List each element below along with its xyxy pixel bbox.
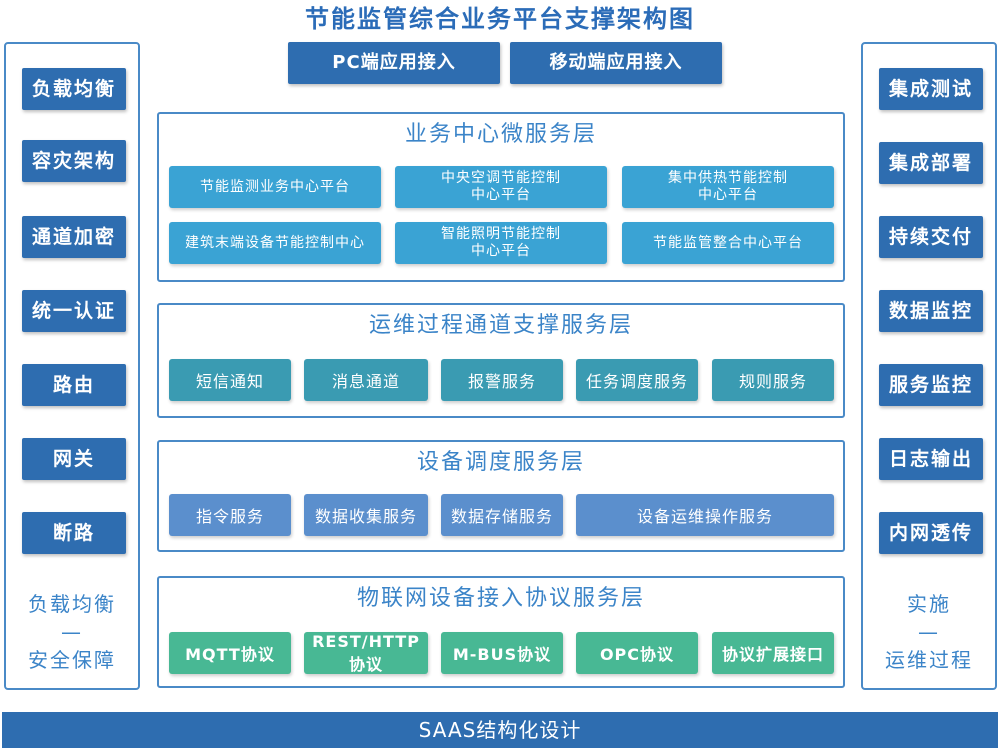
box-label-line1: 中央空调节能控制	[441, 170, 561, 186]
box-label-line2: 中心平台	[471, 187, 531, 203]
layer-ops-channel: 运维过程通道支撑服务层 短信通知 消息通道 报警服务 任务调度服务 规则服务	[157, 303, 845, 418]
pc-access-button[interactable]: PC端应用接入	[288, 42, 500, 84]
box-protocol-extension[interactable]: 协议扩展接口	[712, 632, 834, 674]
saas-bottom-bar: SAAS结构化设计	[2, 712, 998, 748]
layer-business-microservice: 业务中心微服务层 节能监测业务中心平台 中央空调节能控制 中心平台 集中供热节能…	[157, 112, 845, 282]
box-data-storage[interactable]: 数据存储服务	[441, 494, 563, 536]
left-item-routing[interactable]: 路由	[22, 364, 126, 406]
left-panel-security: 负载均衡 容灾架构 通道加密 统一认证 路由 网关 断路 负载均衡 — 安全保障	[4, 42, 140, 690]
left-item-circuit-breaker[interactable]: 断路	[22, 512, 126, 554]
right-item-service-monitoring[interactable]: 服务监控	[879, 364, 983, 406]
box-device-ops-operation[interactable]: 设备运维操作服务	[576, 494, 834, 536]
box-mbus-protocol[interactable]: M-BUS协议	[441, 632, 563, 674]
left-item-unified-auth[interactable]: 统一认证	[22, 290, 126, 332]
layer-device-title: 设备调度服务层	[416, 450, 585, 475]
box-smart-lighting-control[interactable]: 智能照明节能控制 中心平台	[395, 222, 607, 264]
box-label: 建筑末端设备节能控制中心	[185, 234, 365, 251]
right-caption-line3: 运维过程	[885, 648, 973, 672]
box-label-line1: 智能照明节能控制	[441, 226, 561, 242]
right-item-continuous-delivery[interactable]: 持续交付	[879, 216, 983, 258]
right-item-intranet-tunnel[interactable]: 内网透传	[879, 512, 983, 554]
box-opc-protocol[interactable]: OPC协议	[576, 632, 698, 674]
box-label-line2: 中心平台	[471, 243, 531, 259]
right-item-integration-deploy[interactable]: 集成部署	[879, 142, 983, 184]
box-label-line2: 中心平台	[698, 187, 758, 203]
box-energy-monitoring-center[interactable]: 节能监测业务中心平台	[169, 166, 381, 208]
left-caption-dash: —	[61, 620, 83, 644]
box-command-service[interactable]: 指令服务	[169, 494, 291, 536]
box-alarm-service[interactable]: 报警服务	[441, 359, 563, 401]
right-item-log-output[interactable]: 日志输出	[879, 438, 983, 480]
box-rule-service[interactable]: 规则服务	[712, 359, 834, 401]
right-item-data-monitoring[interactable]: 数据监控	[879, 290, 983, 332]
diagram-title: 节能监管综合业务平台支撑架构图	[305, 5, 695, 33]
box-building-terminal-control[interactable]: 建筑末端设备节能控制中心	[169, 222, 381, 264]
box-rest-http-protocol[interactable]: REST/HTTP协议	[304, 632, 428, 674]
layer-iot-title: 物联网设备接入协议服务层	[356, 586, 645, 611]
layer-business-title: 业务中心微服务层	[404, 122, 597, 147]
box-central-heating-control[interactable]: 集中供热节能控制 中心平台	[622, 166, 834, 208]
right-caption-line1: 实施	[907, 592, 951, 616]
left-caption-line1: 负载均衡	[28, 592, 116, 616]
box-sms-notification[interactable]: 短信通知	[169, 359, 291, 401]
right-item-integration-test[interactable]: 集成测试	[879, 68, 983, 110]
box-label: 节能监测业务中心平台	[200, 178, 350, 195]
box-energy-supervision-integration[interactable]: 节能监管整合中心平台	[622, 222, 834, 264]
left-item-load-balancing[interactable]: 负载均衡	[22, 68, 126, 110]
left-item-disaster-recovery[interactable]: 容灾架构	[22, 140, 126, 182]
right-panel-ops: 集成测试 集成部署 持续交付 数据监控 服务监控 日志输出 内网透传 实施 — …	[861, 42, 997, 690]
left-caption-line3: 安全保障	[28, 648, 116, 672]
layer-iot-protocol: 物联网设备接入协议服务层 MQTT协议 REST/HTTP协议 M-BUS协议 …	[157, 576, 845, 688]
box-mqtt-protocol[interactable]: MQTT协议	[169, 632, 291, 674]
left-item-channel-encryption[interactable]: 通道加密	[22, 216, 126, 258]
layer-ops-title: 运维过程通道支撑服务层	[368, 313, 633, 338]
box-central-ac-control[interactable]: 中央空调节能控制 中心平台	[395, 166, 607, 208]
box-label-line1: 集中供热节能控制	[668, 170, 788, 186]
box-label: 节能监管整合中心平台	[653, 234, 803, 251]
mobile-access-button[interactable]: 移动端应用接入	[510, 42, 722, 84]
box-task-scheduling[interactable]: 任务调度服务	[576, 359, 698, 401]
box-data-collection[interactable]: 数据收集服务	[304, 494, 428, 536]
left-item-gateway[interactable]: 网关	[22, 438, 126, 480]
box-message-channel[interactable]: 消息通道	[304, 359, 428, 401]
layer-device-scheduling: 设备调度服务层 指令服务 数据收集服务 数据存储服务 设备运维操作服务	[157, 440, 845, 552]
right-caption-dash: —	[918, 620, 940, 644]
